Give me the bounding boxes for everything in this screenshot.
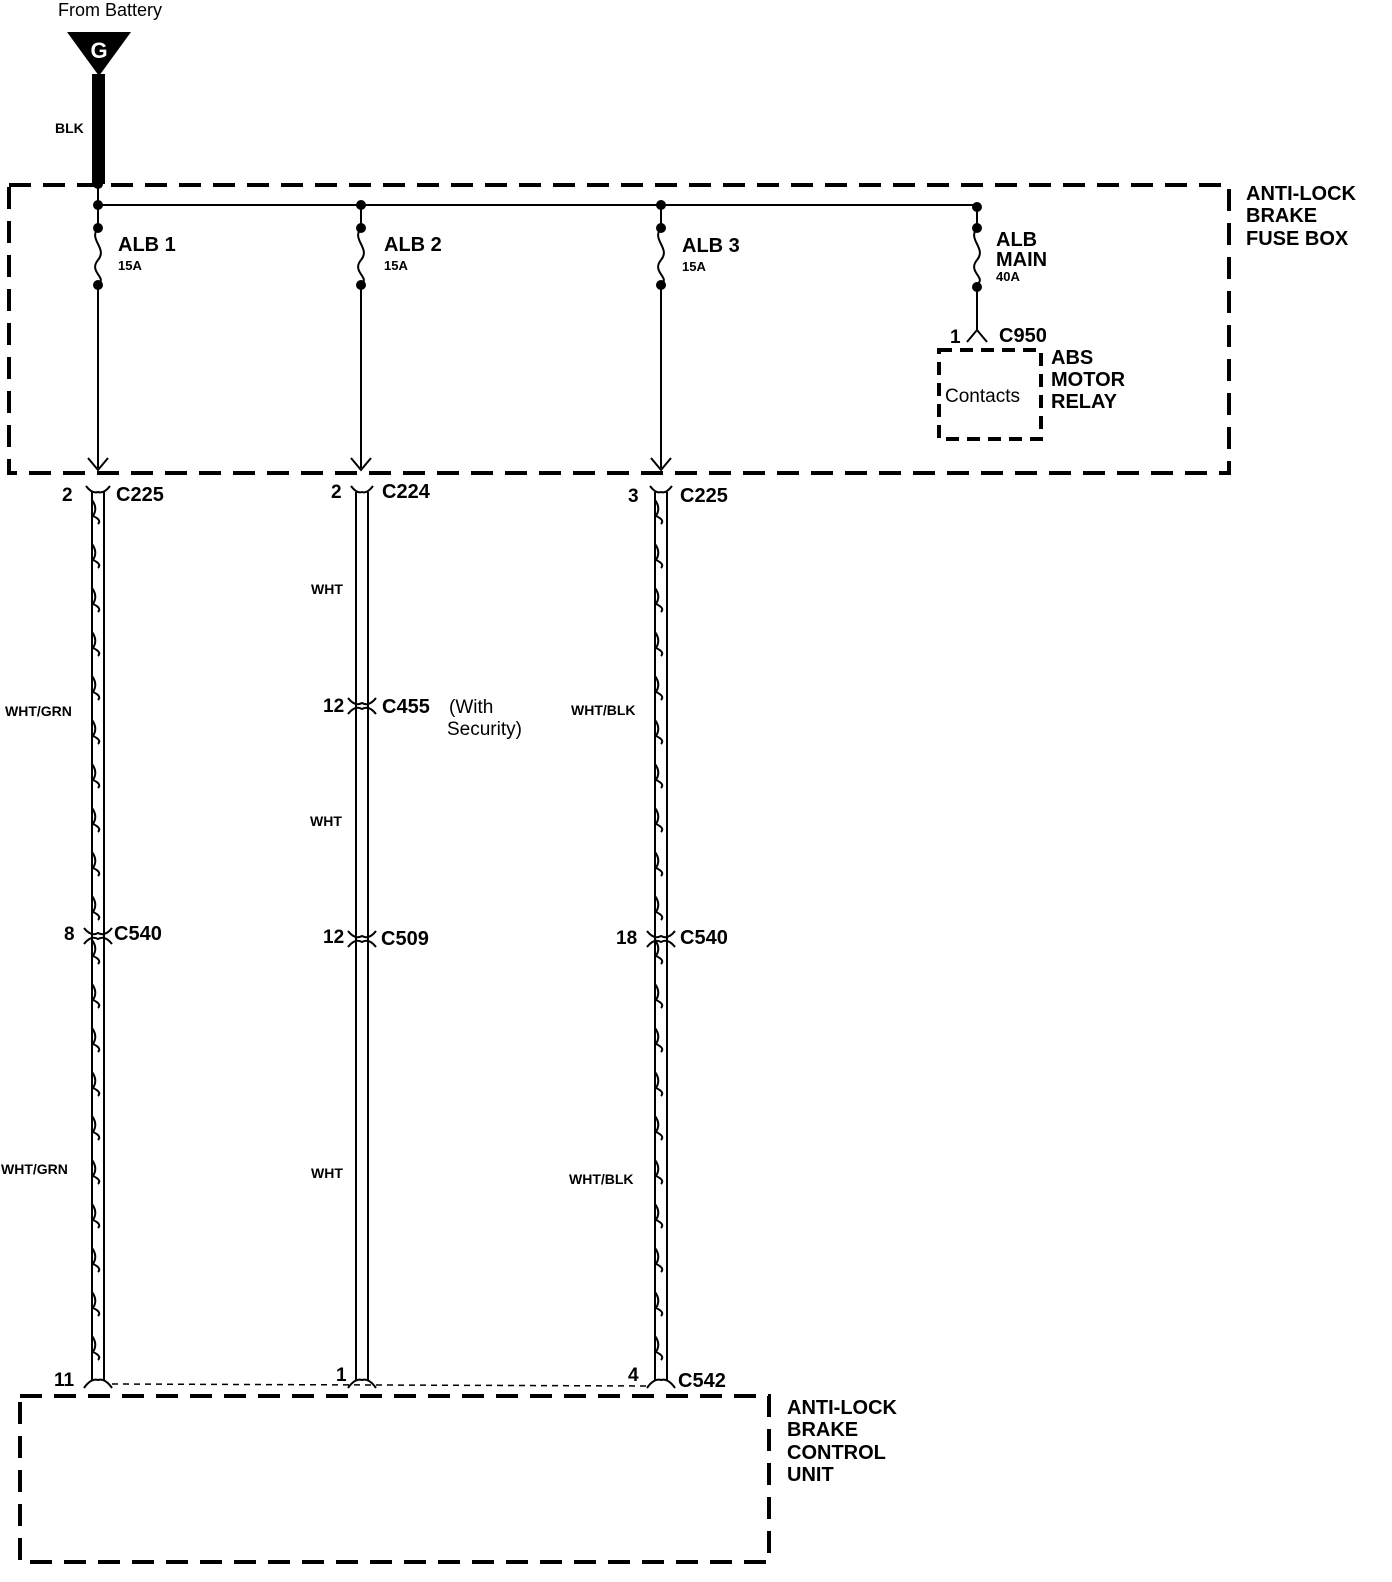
circuit-2-sec-note-line-1: (With [449, 697, 493, 718]
circuit-3-bottom-pin: 4 [628, 1365, 639, 1386]
circuit-1-mid-connector: C540 [114, 923, 162, 945]
relay-label-line-1: ABS [1051, 347, 1093, 369]
fuse-box-label-line-1: ANTI-LOCK [1246, 183, 1357, 205]
circuit-2-mid-pin: 12 [323, 927, 344, 948]
circuit-3-mid-pin: 18 [616, 928, 637, 949]
fuse-alb1-rating: 15A [118, 258, 142, 273]
fuse-alb-main-name-line-2: MAIN [996, 249, 1047, 271]
fuse-alb2-rating: 15A [384, 258, 408, 273]
circuit-2-sec-connector: C455 [382, 696, 430, 718]
circuit-2-wire-upper: WHT [311, 581, 343, 597]
fuse-alb1-name: ALB 1 [118, 234, 176, 256]
circuit-3-wire-upper: WHT/BLK [571, 702, 636, 718]
circuit-1-mid-pin: 8 [64, 924, 75, 945]
battery-wire [92, 74, 105, 184]
circuit-3-top-pin: 3 [628, 486, 639, 507]
relay-pin: 1 [950, 327, 961, 348]
relay-label-line-2: MOTOR [1051, 369, 1126, 391]
circuit-1-wire-lower: WHT/GRN [1, 1161, 68, 1177]
circuit-1-bottom-pin: 11 [54, 1370, 75, 1391]
circuit-2: 2 C224 WHT 12 C455 (With Security) WHT 1… [310, 481, 522, 1389]
circuit-2-top-pin: 2 [331, 482, 342, 503]
relay-contacts-label: Contacts [945, 386, 1020, 407]
fuse-alb3: ALB 3 15A [650, 200, 740, 472]
fuse-box-label: ANTI-LOCK BRAKE FUSE BOX [1246, 183, 1357, 250]
fuse-alb-main: ALB MAIN 40A [972, 202, 1047, 330]
source-label: From Battery [58, 0, 162, 20]
connector-c540-b-icon [646, 930, 676, 939]
circuit-3: 3 C225 WHT/BLK 18 C540 WHT/BLK 4 C542 [569, 485, 728, 1392]
circuit-1: 2 C225 WHT/GRN 8 C540 WHT/GRN 11 [1, 484, 164, 1391]
connector-c225-a-icon [85, 485, 111, 494]
battery-wire-color: BLK [55, 120, 84, 136]
circuit-1-top-connector: C225 [116, 484, 164, 506]
circuit-3-mid-connector: C540 [680, 927, 728, 949]
fuse-alb-main-rating: 40A [996, 269, 1020, 284]
ground-symbol-icon: G [67, 32, 131, 76]
fuse-alb-main-name-line-1: ALB [996, 229, 1037, 251]
fuse-box-label-line-3: FUSE BOX [1246, 228, 1349, 250]
circuit-1-wire-upper: WHT/GRN [5, 703, 72, 719]
fuse-alb2-name: ALB 2 [384, 234, 442, 256]
circuit-2-wire-lower: WHT [311, 1165, 343, 1181]
circuit-2-bottom-pin: 1 [336, 1365, 347, 1386]
control-unit-label-line-2: BRAKE [787, 1419, 858, 1441]
fuse-alb3-name: ALB 3 [682, 235, 740, 257]
relay-connector: C950 [999, 325, 1047, 347]
connector-c224-icon [350, 485, 374, 494]
fuse-alb3-rating: 15A [682, 259, 706, 274]
control-unit-label: ANTI-LOCK BRAKE CONTROL UNIT [787, 1397, 898, 1486]
circuit-3-wire-lower: WHT/BLK [569, 1171, 634, 1187]
circuit-1-top-pin: 2 [62, 485, 73, 506]
fuse-alb2: ALB 2 15A [350, 200, 442, 472]
control-unit-boundary [18, 1394, 771, 1564]
relay-label-line-3: RELAY [1051, 391, 1118, 413]
circuit-2-sec-note-line-2: Security) [447, 719, 522, 740]
abs-motor-relay: 1 C950 Contacts ABS MOTOR RELAY [937, 325, 1126, 441]
fuse-box-label-line-2: BRAKE [1246, 205, 1317, 227]
circuit-3-bottom-connector: C542 [678, 1370, 726, 1392]
connector-c540-a-icon [83, 927, 113, 936]
control-unit-label-line-1: ANTI-LOCK [787, 1397, 898, 1419]
connector-c225-b-icon [649, 485, 673, 494]
fuse-box-boundary [7, 183, 1231, 475]
control-unit-label-line-4: UNIT [787, 1464, 834, 1486]
ground-symbol-letter: G [90, 38, 107, 63]
connector-c509-icon [347, 930, 377, 939]
connector-c455-icon [347, 697, 377, 706]
circuit-2-wire-mid: WHT [310, 813, 342, 829]
relay-box [937, 348, 1043, 441]
circuit-3-top-connector: C225 [680, 485, 728, 507]
circuit-2-mid-connector: C509 [381, 928, 429, 950]
circuit-2-top-connector: C224 [382, 481, 431, 503]
control-unit-label-line-3: CONTROL [787, 1442, 886, 1464]
fuse-alb1: ALB 1 15A [87, 184, 176, 472]
circuit-2-sec-pin: 12 [323, 696, 344, 717]
connector-c542-link [111, 1383, 649, 1387]
